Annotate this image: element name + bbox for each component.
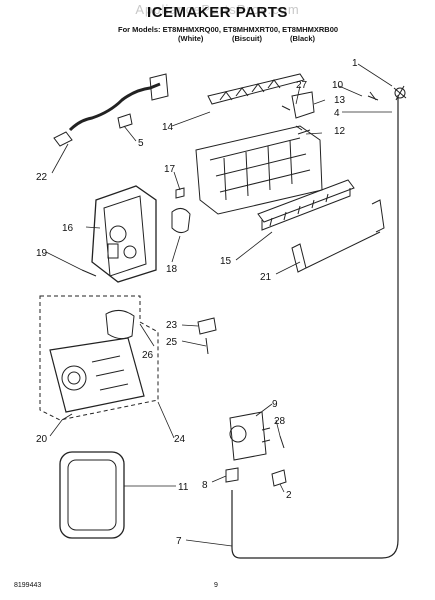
subassembly-box [39, 295, 159, 421]
callout-4: 4 [334, 108, 340, 119]
fill-cup [257, 179, 355, 223]
motor-18 [171, 208, 191, 234]
callout-15: 15 [220, 256, 232, 267]
variant-biscuit: (Biscuit) [232, 34, 262, 43]
callout-17: 17 [164, 164, 176, 175]
motor-26 [105, 310, 135, 340]
callout-21: 21 [260, 272, 272, 283]
callout-24: 24 [174, 434, 186, 445]
wire-25 [205, 337, 209, 355]
screw-27 [281, 105, 303, 131]
callout-23: 23 [166, 320, 178, 331]
watermark: AppliancePartsPros.com [135, 2, 300, 17]
pad-11 [59, 451, 125, 539]
callout-26: 26 [142, 350, 154, 361]
callout-7: 7 [176, 536, 182, 547]
supply-fitting [394, 87, 406, 99]
callout-10: 10 [332, 80, 344, 91]
models-line: For Models: ET8MHMXRQ00, ET8MHMXRT00, ET… [118, 25, 339, 34]
screw-20 [61, 413, 73, 421]
callout-25: 25 [166, 337, 178, 348]
callout-18: 18 [166, 264, 178, 275]
wire-shelf [291, 199, 385, 273]
variant-black: (Black) [290, 34, 316, 43]
callout-27: 27 [296, 80, 308, 91]
callout-1: 1 [352, 58, 358, 69]
footer-center: 9 [214, 582, 218, 589]
callout-13: 13 [334, 95, 346, 106]
screw-28 [279, 435, 285, 449]
nut-8 [225, 467, 239, 483]
screw-10 [367, 91, 379, 101]
icemaker-mold [195, 125, 323, 215]
water-supply-line [231, 95, 399, 559]
switch-23 [197, 317, 217, 335]
footer-left: 8199443 [14, 582, 42, 589]
screw-19 [81, 269, 97, 277]
heater-screw-12 [297, 129, 311, 135]
callout-9: 9 [272, 399, 278, 410]
wire-harness [68, 82, 161, 132]
control-plate [49, 337, 145, 413]
callout-2: 2 [286, 490, 292, 501]
water-valve [229, 411, 267, 461]
callout-20: 20 [36, 434, 48, 445]
spacer-17 [175, 187, 185, 199]
clip-5 [117, 113, 133, 129]
callout-8: 8 [202, 480, 208, 491]
shutoff-arm-13 [291, 91, 315, 119]
callout-19: 19 [36, 248, 48, 259]
callout-28: 28 [274, 416, 286, 427]
callout-11: 11 [178, 482, 189, 493]
callout-5: 5 [138, 138, 144, 149]
ejector-rake-14 [207, 73, 305, 105]
callout-14: 14 [162, 122, 174, 133]
clamp-2 [271, 469, 287, 487]
page-title: ICEMAKER PARTS [147, 4, 288, 21]
callout-16: 16 [62, 223, 74, 234]
callout-12: 12 [334, 126, 346, 137]
callout-22: 22 [36, 172, 48, 183]
variant-white: (White) [178, 34, 204, 43]
control-housing [91, 185, 157, 283]
